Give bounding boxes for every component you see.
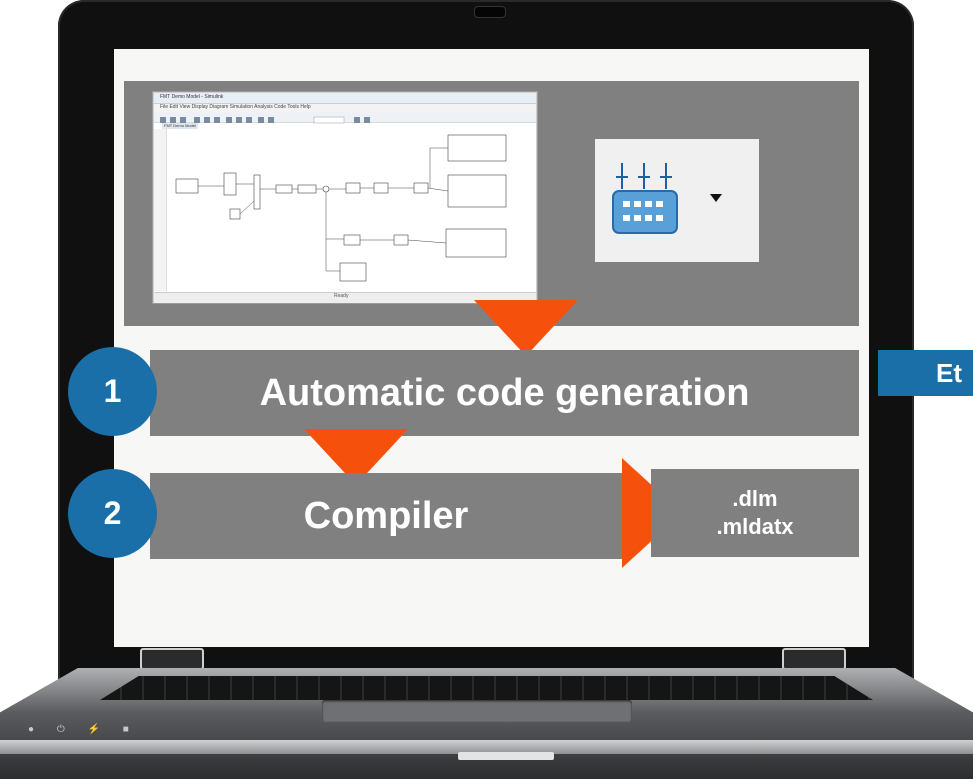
block bbox=[175, 178, 199, 194]
simulink-palette bbox=[154, 129, 167, 291]
simulink-window-screenshot: FMT Demo Model - Simulink File Edit View… bbox=[153, 92, 537, 303]
laptop-front-edge bbox=[0, 740, 973, 754]
block bbox=[345, 182, 361, 194]
block-icon-panel bbox=[595, 139, 759, 262]
step1-label: Automatic code generation bbox=[259, 371, 750, 414]
toolbar-icons bbox=[160, 116, 370, 124]
output-mldatx: .mldatx bbox=[716, 514, 794, 539]
step2-number-badge: 2 bbox=[68, 469, 157, 558]
block bbox=[253, 174, 261, 210]
simulink-tab: FMT Demo Model bbox=[162, 123, 198, 129]
webcam-icon bbox=[474, 6, 506, 18]
simulink-title: FMT Demo Model - Simulink bbox=[160, 94, 224, 100]
output-dlm: .dlm bbox=[732, 486, 778, 511]
block bbox=[223, 172, 237, 196]
simulink-menubar: File Edit View Display Diagram Simulatio… bbox=[154, 104, 536, 112]
step1-bar bbox=[150, 350, 859, 436]
front-slot bbox=[458, 752, 554, 760]
block bbox=[322, 185, 330, 193]
simulink-statusbar: Ready bbox=[154, 292, 536, 303]
keyboard bbox=[100, 676, 873, 700]
block bbox=[275, 184, 293, 194]
left-hinge bbox=[140, 648, 204, 670]
step2-bar bbox=[150, 473, 622, 559]
dropdown-arrow-icon bbox=[710, 194, 722, 202]
s-function-block-icon bbox=[612, 163, 678, 234]
status-lights-icon: ● ⏻ ⚡ ■ bbox=[28, 724, 139, 735]
arrow-down-icon bbox=[474, 300, 578, 356]
block bbox=[229, 208, 241, 220]
block bbox=[413, 182, 429, 194]
step2-label: Compiler bbox=[303, 494, 469, 537]
touchpad bbox=[322, 700, 632, 722]
block bbox=[445, 228, 507, 258]
block bbox=[393, 234, 409, 246]
output-files-box: .dlm .mldatx bbox=[651, 469, 859, 557]
block bbox=[447, 174, 507, 208]
block bbox=[447, 134, 507, 162]
simulink-status-text: Ready bbox=[334, 293, 349, 299]
step1-number-badge: 1 bbox=[68, 347, 157, 436]
block bbox=[373, 182, 389, 194]
side-label: Et bbox=[878, 350, 973, 396]
block bbox=[339, 262, 367, 282]
simulink-toolbar bbox=[154, 112, 536, 124]
block bbox=[343, 234, 361, 246]
block bbox=[297, 184, 317, 194]
right-hinge bbox=[782, 648, 846, 670]
simulink-block-diagram bbox=[175, 134, 507, 282]
simulink-titlebar: FMT Demo Model - Simulink bbox=[154, 93, 536, 104]
